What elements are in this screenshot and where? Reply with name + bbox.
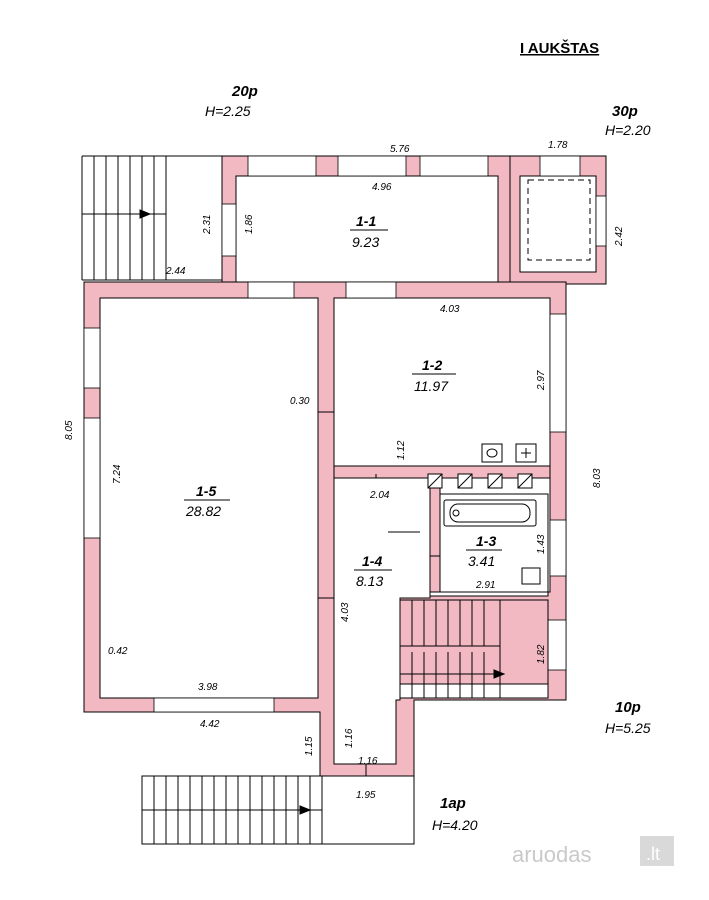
dim-2-91: 2.91 — [475, 580, 495, 591]
room-1-3-id: 1-3 — [476, 533, 496, 549]
dim-1-95: 1.95 — [356, 790, 376, 801]
room-fills — [99, 297, 551, 765]
dim-2-31: 2.31 — [202, 215, 213, 235]
bath-fixtures — [443, 499, 541, 585]
dim-1-82: 1.82 — [536, 644, 547, 664]
dim-1-78: 1.78 — [548, 140, 568, 151]
room-1-2-id: 1-2 — [422, 357, 442, 373]
stairs-internal — [399, 599, 549, 699]
room-1-1-area: 9.23 — [352, 234, 379, 250]
dim-8-03: 8.03 — [592, 468, 603, 488]
watermark-suffix: .lt — [646, 844, 660, 864]
dim-5-76: 5.76 — [390, 144, 410, 155]
room-labels: 1-1 9.23 1-2 11.97 1-3 3.41 1-4 8.13 1-5… — [184, 213, 502, 589]
room-1-5-area: 28.82 — [185, 503, 221, 519]
dimension-labels: 5.76 1.78 4.96 2.31 1.86 2.42 2.44 4.03 … — [64, 140, 625, 801]
watermark-text: aruodas — [512, 842, 592, 867]
stairs-1ap — [141, 775, 415, 845]
dim-1-86: 1.86 — [244, 214, 255, 234]
dim-3-98: 3.98 — [198, 682, 218, 693]
dim-2-97: 2.97 — [536, 370, 547, 391]
annex-10p-name: 10p — [615, 699, 641, 716]
doors — [318, 411, 440, 776]
annex-30p-name: 30p — [612, 103, 638, 120]
stove-row — [427, 473, 533, 489]
annex-30p — [509, 155, 607, 285]
dim-4-42: 4.42 — [200, 719, 220, 730]
room-1-4-area: 8.13 — [356, 573, 383, 589]
room-1-1-id: 1-1 — [356, 213, 376, 229]
watermark-house-icon — [640, 836, 674, 866]
annex-30p-height: H=2.20 — [605, 122, 651, 138]
dim-1-43: 1.43 — [536, 534, 547, 554]
kitchen-fixtures — [481, 443, 537, 463]
dim-1-16-vertical: 1.16 — [344, 728, 355, 748]
windows — [83, 155, 567, 713]
room-1-4-id: 1-4 — [362, 553, 382, 569]
annex-10p-height: H=5.25 — [605, 720, 651, 736]
annex-20p-height: H=2.25 — [205, 103, 251, 119]
stairs-20p — [81, 155, 223, 281]
floor-title: I AUKŠTAS — [520, 39, 599, 57]
room-1-5-id: 1-5 — [196, 483, 216, 499]
dim-4-96: 4.96 — [372, 182, 392, 193]
dim-7-24: 7.24 — [112, 464, 123, 484]
room-1-3-area: 3.41 — [468, 553, 495, 569]
annex-20p-name: 20p — [231, 83, 258, 100]
dim-2-42: 2.42 — [614, 226, 625, 247]
dim-0-42: 0.42 — [108, 646, 128, 657]
dim-4-03-left: 4.03 — [340, 602, 351, 622]
dim-8-05: 8.05 — [64, 420, 75, 440]
dim-1-12: 1.12 — [396, 440, 407, 460]
dim-0-30: 0.30 — [290, 396, 310, 407]
annex-1ap-height: H=4.20 — [432, 817, 478, 833]
annex-1ap-name: 1ap — [440, 795, 466, 812]
dim-2-04: 2.04 — [369, 490, 390, 501]
watermark: aruodas .lt — [512, 836, 674, 867]
dim-2-44: 2.44 — [165, 266, 186, 277]
dim-4-03-top: 4.03 — [440, 304, 460, 315]
room-1-2-area: 11.97 — [414, 378, 449, 394]
dim-1-16-horizontal: 1.16 — [358, 756, 378, 767]
dim-1-15: 1.15 — [304, 736, 315, 756]
